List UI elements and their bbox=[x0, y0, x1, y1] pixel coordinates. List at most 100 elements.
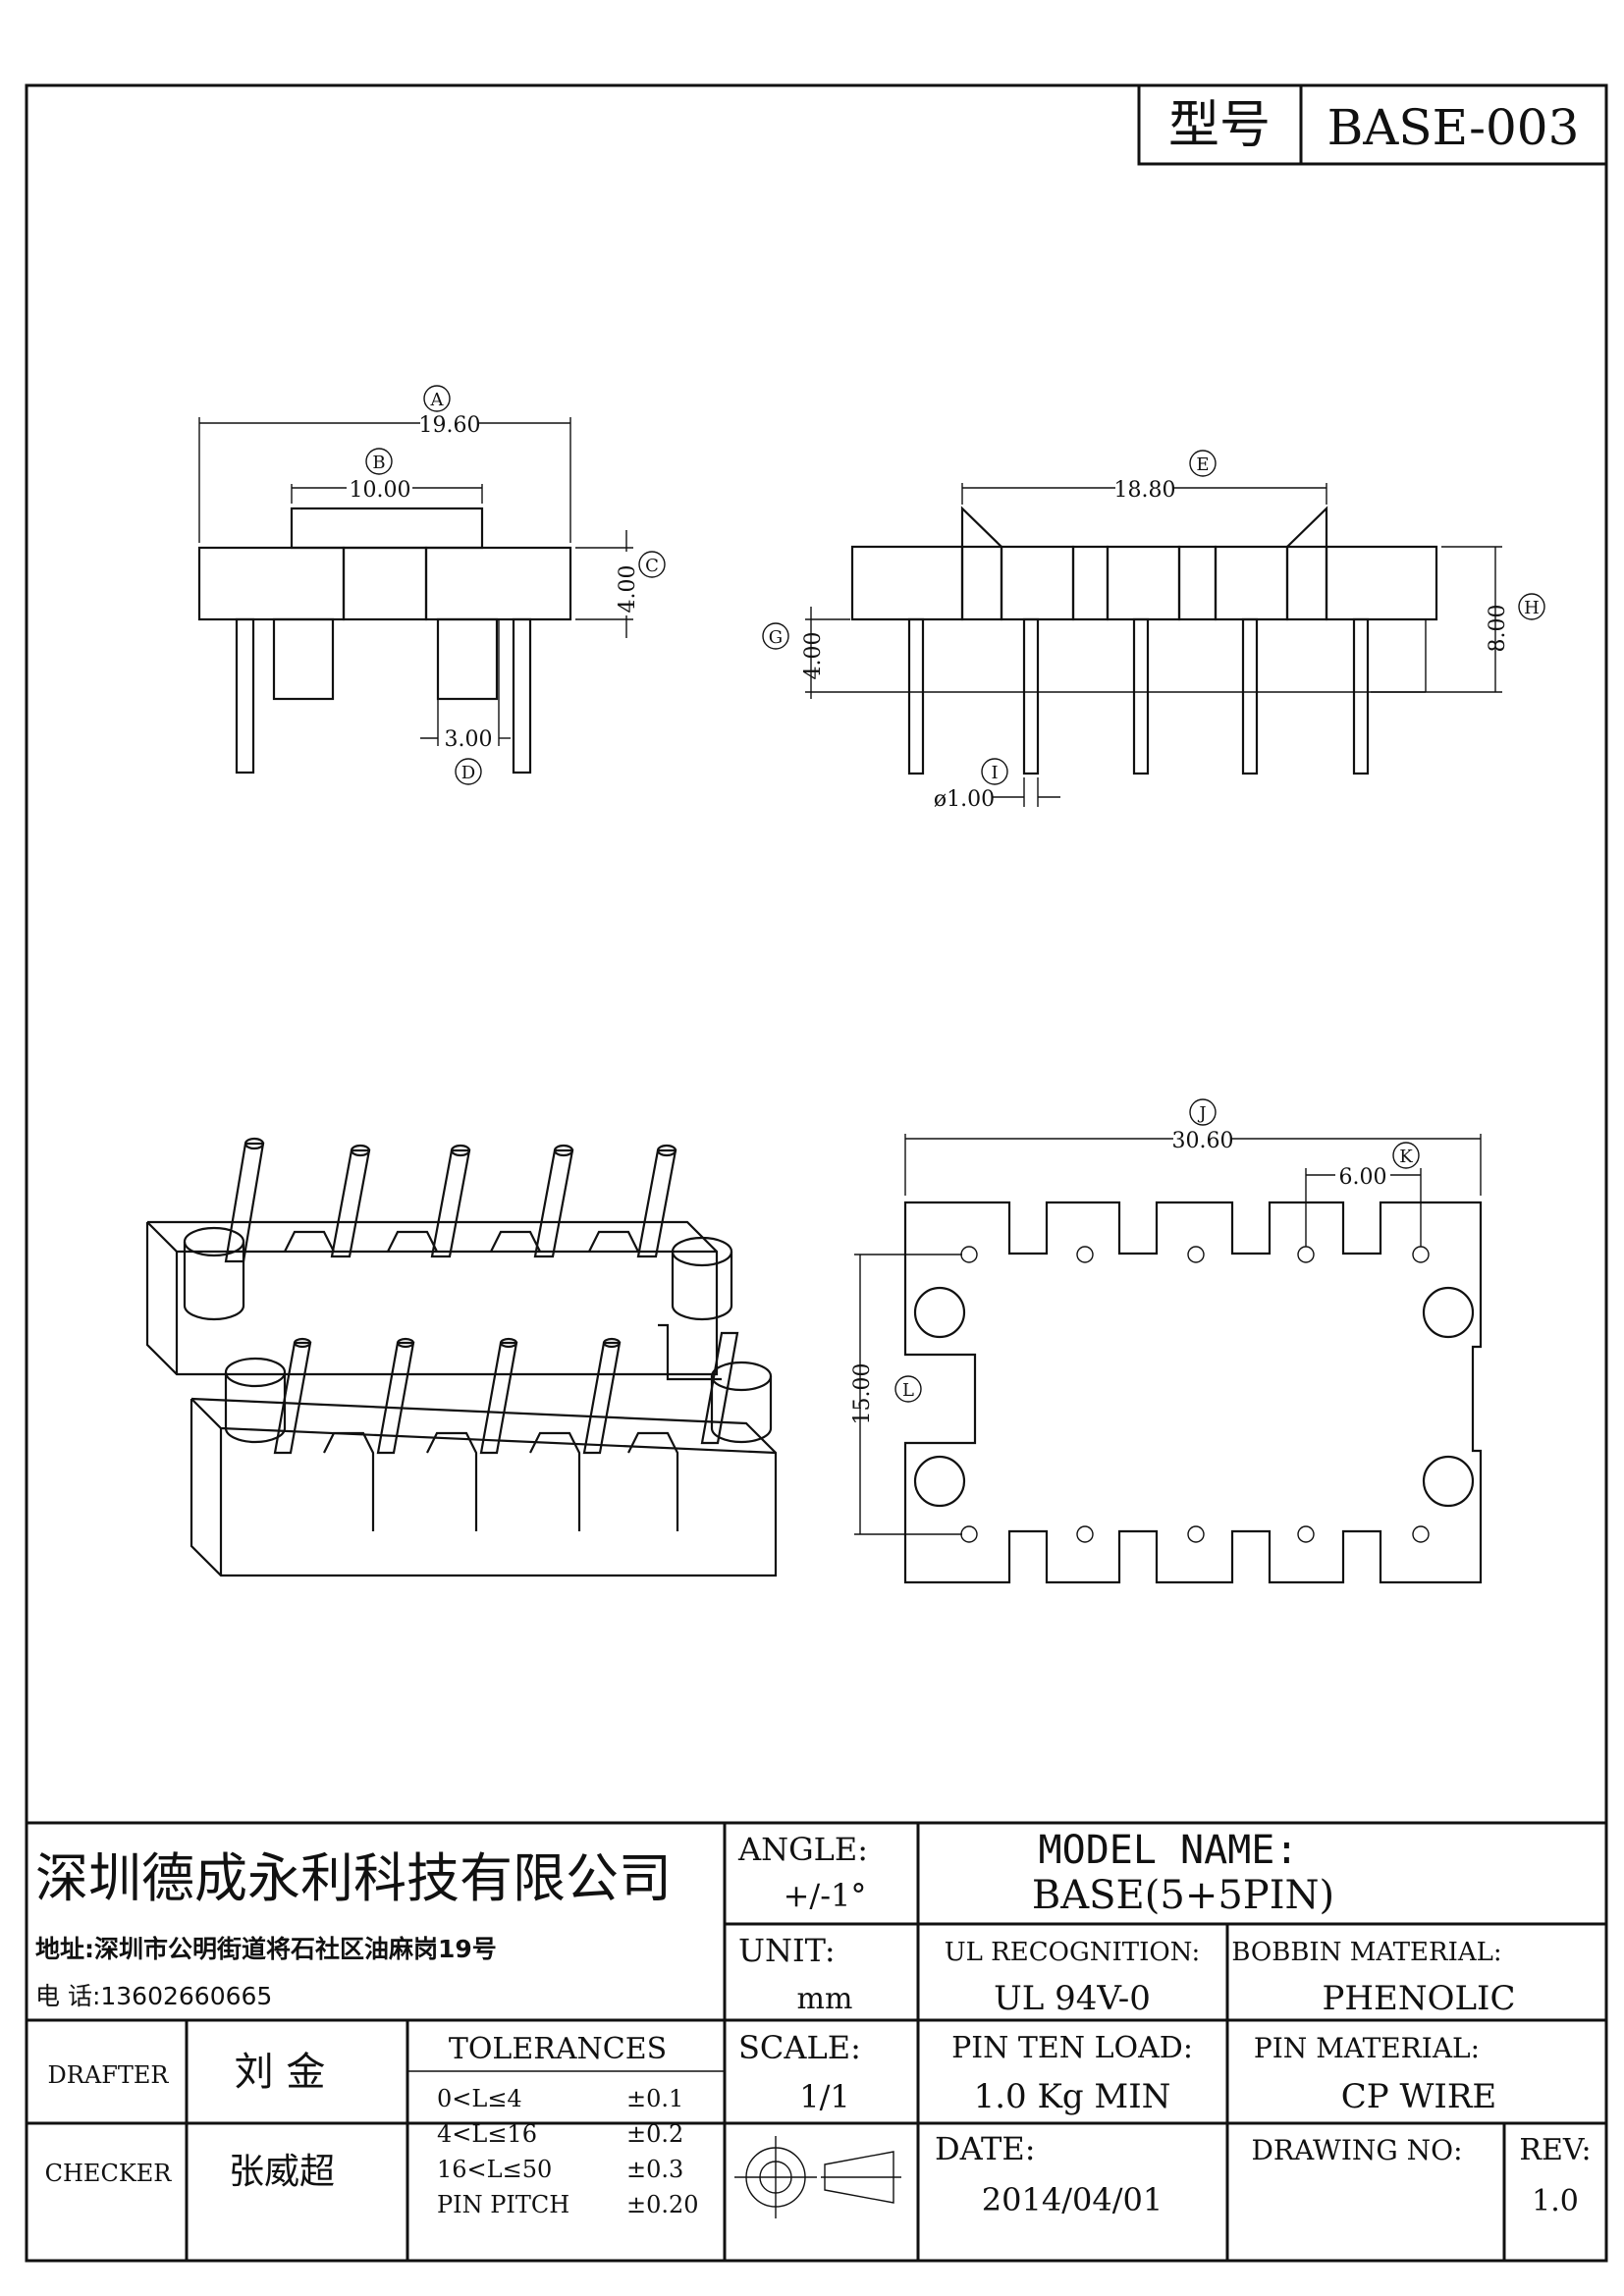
pin-ten-label: PIN TEN LOAD: bbox=[951, 2031, 1193, 2065]
company-name: 深圳德成永利科技有限公司 bbox=[35, 1847, 672, 1909]
tol-range: PIN PITCH bbox=[437, 2191, 569, 2218]
dim-b-value: 10.00 bbox=[350, 478, 411, 503]
segment bbox=[1106, 545, 1181, 621]
model-box: 型号 BASE-003 bbox=[1137, 83, 1608, 166]
unit-label: UNIT: bbox=[738, 1932, 836, 1969]
drafter-label: DRAFTER bbox=[48, 2061, 170, 2089]
marker-a: A bbox=[430, 390, 445, 410]
tol-range: 0<L≤4 bbox=[437, 2085, 522, 2112]
marker-i: I bbox=[991, 763, 998, 783]
pin bbox=[1352, 617, 1370, 775]
bobbin-label: BOBBIN MATERIAL: bbox=[1231, 1938, 1501, 1967]
base-block-middle bbox=[342, 546, 428, 621]
tol-value: ±0.20 bbox=[626, 2191, 699, 2218]
angle-label: ANGLE: bbox=[737, 1831, 868, 1868]
title-block: 深圳德成永利科技有限公司 地址:深圳市公明街道将石社区油麻岗19号 电 话:13… bbox=[27, 1821, 1606, 2261]
pin bbox=[1022, 617, 1040, 775]
outer-frame bbox=[25, 83, 1608, 2263]
dim-l-value: 15.00 bbox=[850, 1363, 875, 1425]
base-block-right bbox=[424, 546, 572, 621]
drafter-value: 刘 金 bbox=[235, 2050, 326, 2095]
bottom-view: 30.60 J 6.00 K 15.00 L bbox=[850, 1098, 1483, 1584]
tol-value: ±0.3 bbox=[626, 2156, 683, 2183]
model-box-value: BASE-003 bbox=[1327, 99, 1580, 156]
segment bbox=[1214, 545, 1289, 621]
tol-range: 16<L≤50 bbox=[437, 2156, 552, 2183]
checker-value: 张威超 bbox=[229, 2152, 335, 2192]
segment bbox=[960, 545, 1003, 621]
marker-j: J bbox=[1197, 1103, 1206, 1124]
stud bbox=[272, 617, 335, 701]
segment bbox=[1177, 545, 1218, 621]
bobbin-value: PHENOLIC bbox=[1323, 1979, 1516, 2018]
angle-value: +/-1° bbox=[784, 1877, 867, 1914]
model-name-label: MODEL NAME: bbox=[1039, 1828, 1299, 1873]
dim-g-value: 4.00 bbox=[801, 632, 826, 680]
side-view-left: 19.60 A 10.00 B 4.00 C 3.00 D bbox=[197, 385, 666, 785]
marker-e: E bbox=[1196, 454, 1209, 475]
rev-value: 1.0 bbox=[1532, 2184, 1579, 2218]
date-value: 2014/04/01 bbox=[982, 2181, 1163, 2218]
tol-value: ±0.1 bbox=[626, 2085, 683, 2112]
marker-b: B bbox=[372, 453, 385, 473]
dim-k-value: 6.00 bbox=[1339, 1165, 1387, 1190]
pin bbox=[1241, 617, 1259, 775]
scale-label: SCALE: bbox=[738, 2029, 861, 2066]
boss-block bbox=[290, 507, 484, 550]
company-address: 地址:深圳市公明街道将石社区油麻岗19号 bbox=[35, 1935, 497, 1963]
marker-k: K bbox=[1399, 1147, 1413, 1167]
bottom-outline bbox=[903, 1201, 1483, 1584]
segment bbox=[1000, 545, 1075, 621]
date-label: DATE: bbox=[935, 2130, 1036, 2167]
model-box-label: 型号 bbox=[1168, 96, 1271, 155]
model-name-value: BASE(5+5PIN) bbox=[1032, 1873, 1334, 1918]
dim-h-value: 8.00 bbox=[1486, 605, 1510, 653]
iso-studs bbox=[183, 1226, 773, 1444]
segment bbox=[1325, 545, 1438, 621]
isometric-view bbox=[145, 1137, 778, 1577]
iso-back-pins bbox=[224, 1137, 677, 1263]
marker-c: C bbox=[645, 556, 659, 576]
dim-c-value: 4.00 bbox=[616, 565, 640, 614]
scale-value: 1/1 bbox=[799, 2078, 850, 2115]
ramp-left bbox=[960, 506, 1002, 548]
projection-symbol-icon bbox=[734, 2136, 901, 2218]
tolerances-label: TOLERANCES bbox=[449, 2032, 667, 2066]
segment bbox=[850, 545, 964, 621]
rev-label: REV: bbox=[1519, 2133, 1591, 2167]
ul-label: UL RECOGNITION: bbox=[945, 1938, 1201, 1967]
dim-a-value: 19.60 bbox=[419, 413, 481, 438]
stud bbox=[436, 617, 499, 701]
pin bbox=[907, 617, 925, 775]
iso-back-rail bbox=[145, 1220, 719, 1376]
marker-g: G bbox=[769, 627, 783, 648]
unit-value: mm bbox=[797, 1982, 853, 2016]
pin bbox=[512, 617, 532, 774]
segment bbox=[1071, 545, 1110, 621]
pin-mat-value: CP WIRE bbox=[1341, 2077, 1497, 2116]
company-phone: 电 话:13602660665 bbox=[35, 1982, 272, 2010]
iso-front-rail bbox=[189, 1397, 778, 1577]
dim-d-value: 3.00 bbox=[445, 727, 493, 752]
ul-value: UL 94V-0 bbox=[994, 1979, 1151, 2018]
checker-label: CHECKER bbox=[45, 2160, 173, 2187]
ramp-right bbox=[1286, 506, 1328, 548]
dim-e-value: 18.80 bbox=[1114, 478, 1176, 503]
pin bbox=[235, 617, 255, 774]
side-view-right: 18.80 E 4.00 G 8.00 H ø1.00 I bbox=[762, 450, 1545, 812]
drawing-no-label: DRAWING NO: bbox=[1251, 2134, 1462, 2166]
marker-h: H bbox=[1524, 598, 1540, 618]
base-block-left bbox=[197, 546, 346, 621]
marker-d: D bbox=[461, 763, 475, 783]
marker-l: L bbox=[902, 1380, 914, 1401]
pin bbox=[1132, 617, 1150, 775]
pin-ten-value: 1.0 Kg MIN bbox=[974, 2077, 1171, 2116]
pin-mat-label: PIN MATERIAL: bbox=[1254, 2032, 1480, 2064]
segment bbox=[1285, 545, 1328, 621]
dim-j-value: 30.60 bbox=[1172, 1129, 1234, 1153]
tol-range: 4<L≤16 bbox=[437, 2120, 537, 2148]
tol-value: ±0.2 bbox=[626, 2120, 683, 2148]
dim-i-value: ø1.00 bbox=[934, 787, 995, 812]
iso-front-pins bbox=[273, 1331, 739, 1455]
